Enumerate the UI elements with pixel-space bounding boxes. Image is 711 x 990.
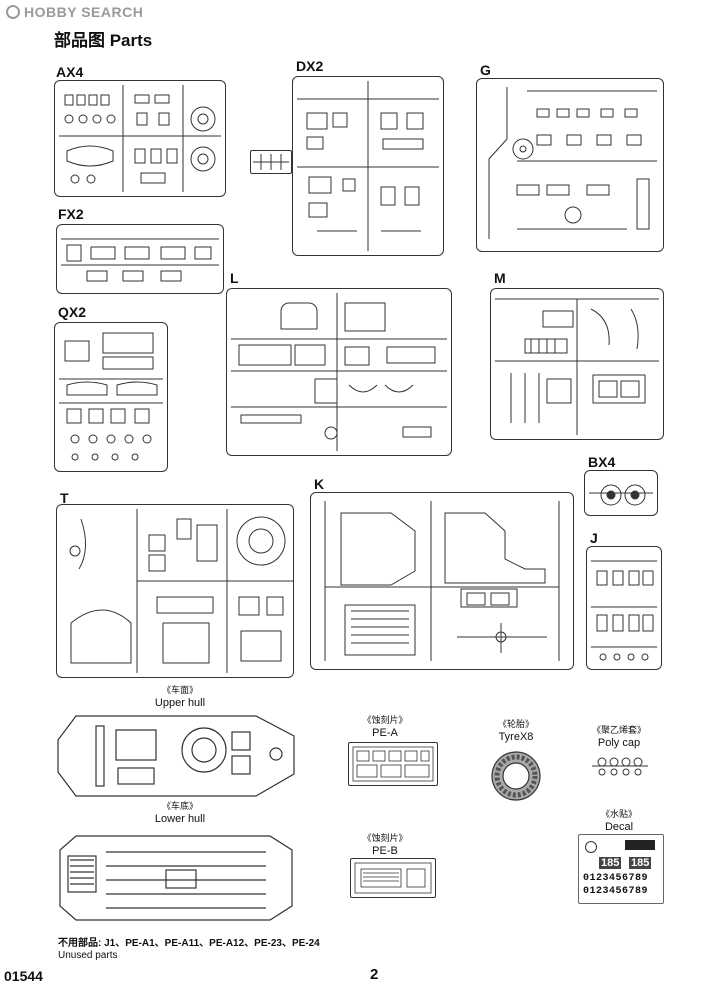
tyre-caption-en: TyreX8 — [498, 731, 534, 743]
sprue-qx-drawing — [59, 332, 163, 461]
group-label-j: J — [590, 530, 598, 546]
upper-hull-drawing — [57, 715, 295, 797]
poly-cap — [590, 754, 650, 778]
product-code: 01544 — [4, 968, 43, 984]
upper-hull-caption: 《车面》 Upper hull — [130, 684, 230, 710]
pe-a-caption: 《蚀刻片》 PE-A — [340, 714, 430, 740]
sprue-g-drawing — [488, 87, 657, 239]
sprue-g — [476, 78, 664, 252]
sprue-connector — [250, 150, 292, 174]
decal-caption-cn: 《水贴》 — [600, 809, 637, 819]
sprue-ax-drawing — [59, 85, 221, 192]
unused-parts-en: Unused parts — [58, 950, 118, 961]
sprue-fx — [56, 224, 224, 294]
sprue-j — [586, 546, 662, 670]
group-label-qx: QX2 — [58, 304, 87, 320]
lower-hull — [56, 826, 296, 926]
lower-hull-drawing — [59, 835, 293, 921]
sprue-j-drawing — [591, 560, 657, 661]
sprue-l — [226, 288, 452, 456]
group-label-k: K — [314, 476, 325, 492]
page-title: 部品图 Parts — [54, 31, 153, 50]
decal-digits-row-1: 0123456789 — [583, 873, 649, 884]
decal-emblem-icon — [585, 841, 597, 853]
group-label-g: G — [480, 62, 491, 78]
sprue-m — [490, 288, 664, 440]
poly-cap-caption-en: Poly cap — [597, 737, 641, 749]
lower-hull-caption-en: Lower hull — [154, 813, 206, 825]
connector-drawing — [253, 154, 289, 170]
watermark-text: HOBBY SEARCH — [24, 4, 144, 20]
upper-hull — [56, 710, 296, 800]
pe-a-sheet — [348, 742, 438, 786]
sprue-qx — [54, 322, 168, 472]
pe-b-caption-en: PE-B — [372, 845, 398, 857]
group-label-fx: FX2 — [58, 206, 84, 222]
sprue-dx-drawing — [297, 81, 439, 251]
tyre-caption-cn: 《轮胎》 — [497, 719, 534, 729]
pe-a-caption-cn: 《蚀刻片》 — [362, 715, 408, 725]
tyre-icon — [491, 751, 541, 801]
group-label-t: T — [60, 490, 69, 506]
sprue-fx-drawing — [61, 238, 219, 282]
sprue-t — [56, 504, 294, 678]
lower-hull-caption-cn: 《车底》 — [161, 801, 198, 811]
upper-hull-caption-en: Upper hull — [154, 697, 206, 709]
decal-black-bar — [625, 840, 655, 850]
sprue-m-drawing — [495, 298, 659, 435]
decal-caption: 《水贴》 Decal — [584, 808, 654, 834]
pe-b-caption: 《蚀刻片》 PE-B — [340, 832, 430, 858]
pe-a-drawing — [352, 746, 434, 782]
sprue-bx — [584, 470, 658, 516]
tyre — [488, 748, 544, 804]
poly-cap-icon — [592, 757, 648, 776]
sprue-l-drawing — [231, 293, 447, 451]
pe-b-drawing — [354, 862, 432, 894]
sprue-bx-drawing — [589, 484, 653, 506]
pe-b-caption-cn: 《蚀刻片》 — [362, 833, 408, 843]
decal-caption-en: Decal — [604, 821, 634, 833]
sprue-ax — [54, 80, 226, 197]
group-label-m: M — [494, 270, 506, 286]
lower-hull-caption: 《车底》 Lower hull — [130, 800, 230, 826]
decal-number-2: 185 — [629, 857, 652, 869]
watermark: HOBBY SEARCH — [6, 4, 143, 20]
decal-digits-row-2: 0123456789 — [583, 886, 649, 897]
decal-sheet: 185 185 0123456789 0123456789 — [578, 834, 664, 904]
page-number: 2 — [370, 966, 379, 983]
group-label-dx: DX2 — [296, 58, 324, 74]
sprue-k — [310, 492, 574, 670]
sprue-dx — [292, 76, 444, 256]
pe-b-sheet — [350, 858, 436, 898]
poly-cap-caption: 《聚乙烯套》 Poly cap — [584, 724, 654, 750]
pe-a-caption-en: PE-A — [372, 727, 398, 739]
tyre-caption: 《轮胎》 TyreX8 — [486, 718, 546, 744]
sprue-t-drawing — [69, 509, 293, 673]
sprue-k-drawing — [324, 501, 560, 661]
upper-hull-caption-cn: 《车面》 — [161, 685, 198, 695]
decal-number-1: 185 — [599, 857, 622, 869]
hobby-search-logo-icon — [6, 5, 20, 19]
group-label-bx: BX4 — [588, 454, 616, 470]
poly-cap-caption-cn: 《聚乙烯套》 — [591, 725, 646, 735]
unused-parts-list: 不用部品: J1、PE-A1、PE-A11、PE-A12、PE-23、PE-24 — [58, 938, 320, 949]
group-label-ax: AX4 — [56, 64, 84, 80]
group-label-l: L — [230, 270, 239, 286]
